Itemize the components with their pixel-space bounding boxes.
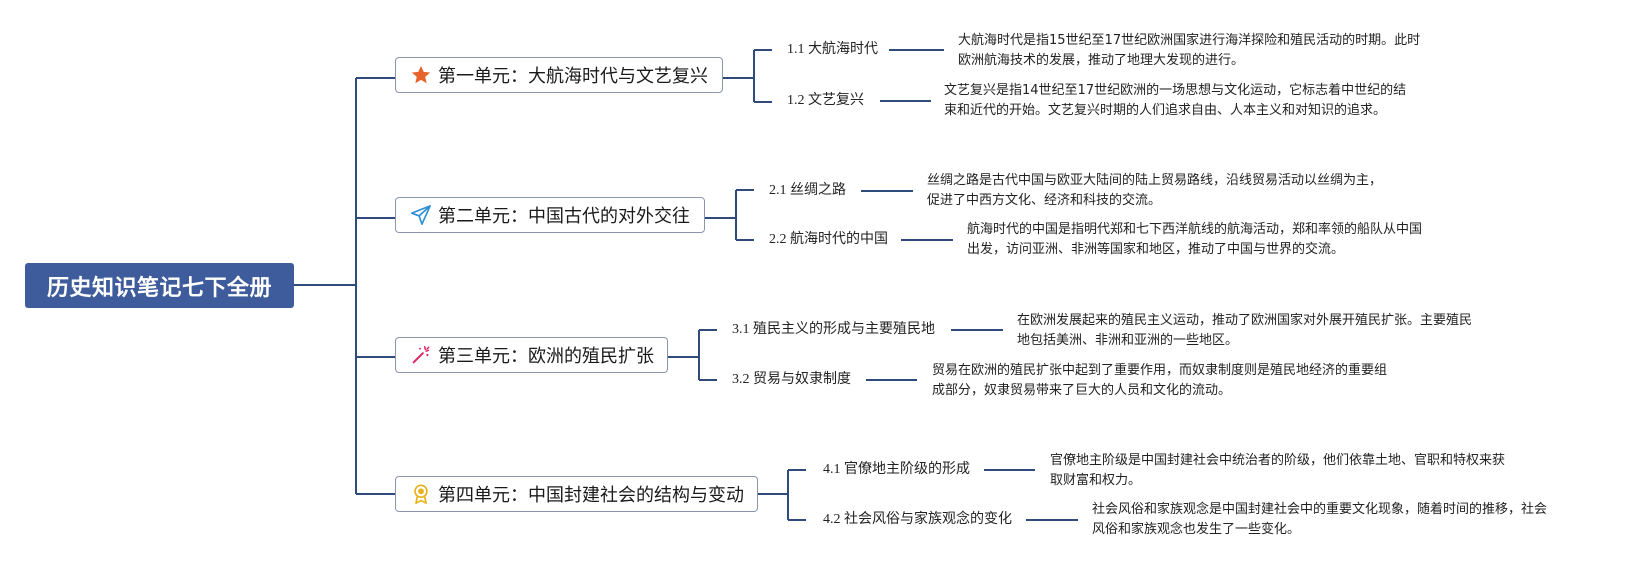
sub-topic-2-1[interactable]: 2.1 丝绸之路 — [769, 182, 846, 200]
star-icon — [410, 64, 432, 86]
sub-topic-2-1-description: 丝绸之路是古代中国与欧亚大陆间的陆上贸易路线，沿线贸易活动以丝绸为主， 促进了中… — [927, 171, 1382, 211]
sub-topic-label: 2.1 丝绸之路 — [769, 183, 846, 198]
unit3-branch — [668, 329, 717, 381]
unit-1-title: 第一单元：大航海时代与文艺复兴 — [438, 66, 708, 87]
description-line: 取财富和权力。 — [1050, 473, 1142, 488]
sub-topic-label: 4.1 官僚地主阶级的形成 — [823, 462, 970, 477]
sub-topic-label: 2.2 航海时代的中国 — [769, 232, 888, 247]
sub-topic-4-2[interactable]: 4.2 社会风俗与家族观念的变化 — [823, 511, 1012, 529]
sub-topic-3-2[interactable]: 3.2 贸易与奴隶制度 — [732, 371, 851, 389]
sub-topic-2-2[interactable]: 2.2 航海时代的中国 — [769, 231, 888, 249]
sub-topic-label: 1.2 文艺复兴 — [787, 93, 864, 108]
sub-topic-label: 4.2 社会风俗与家族观念的变化 — [823, 512, 1012, 527]
sub-topic-1-1-description: 大航海时代是指15世纪至17世纪欧洲国家进行海洋探险和殖民活动的时期。此时 欧洲… — [958, 31, 1420, 71]
description-line: 文艺复兴是指14世纪至17世纪欧洲的一场思想与文化运动，它标志着中世纪的结 — [944, 83, 1407, 98]
description-line: 促进了中西方文化、经济和科技的交流。 — [927, 193, 1162, 208]
unit-4-topic[interactable]: 第四单元：中国封建社会的结构与变动 — [395, 476, 758, 512]
description-line: 航海时代的中国是指明代郑和七下西洋航线的航海活动，郑和率领的船队从中国 — [967, 222, 1423, 237]
description-line: 风俗和家族观念也发生了一些变化。 — [1092, 522, 1301, 537]
sub-topic-3-1[interactable]: 3.1 殖民主义的形成与主要殖民地 — [732, 321, 935, 339]
sub-topic-1-2-description: 文艺复兴是指14世纪至17世纪欧洲的一场思想与文化运动，它标志着中世纪的结 束和… — [944, 81, 1406, 121]
description-line: 欧洲航海技术的发展，推动了地理大发现的进行。 — [958, 53, 1245, 68]
unit2-branch — [705, 189, 754, 241]
description-line: 成部分，奴隶贸易带来了巨大的人员和文化的流动。 — [932, 383, 1232, 398]
magic-wand-icon — [410, 344, 432, 366]
sub-topic-2-2-description: 航海时代的中国是指明代郑和七下西洋航线的航海活动，郑和率领的船队从中国 出发，访… — [967, 220, 1422, 260]
description-line: 大航海时代是指15世纪至17世纪欧洲国家进行海洋探险和殖民活动的时期。此时 — [958, 33, 1421, 48]
description-line: 丝绸之路是古代中国与欧亚大陆间的陆上贸易路线，沿线贸易活动以丝绸为主， — [927, 173, 1383, 188]
description-line: 官僚地主阶级是中国封建社会中统治者的阶级，他们依靠土地、官职和特权来获 — [1050, 453, 1506, 468]
sub-topic-4-1[interactable]: 4.1 官僚地主阶级的形成 — [823, 461, 970, 479]
unit-4-title: 第四单元：中国封建社会的结构与变动 — [438, 485, 744, 506]
description-line: 在欧洲发展起来的殖民主义运动，推动了欧洲国家对外展开殖民扩张。主要殖民 — [1017, 313, 1473, 328]
unit-2-topic[interactable]: 第二单元：中国古代的对外交往 — [395, 197, 705, 233]
root-title: 历史知识笔记七下全册 — [46, 275, 272, 301]
sub-topic-4-1-description: 官僚地主阶级是中国封建社会中统治者的阶级，他们依靠土地、官职和特权来获 取财富和… — [1050, 451, 1505, 491]
description-line: 贸易在欧洲的殖民扩张中起到了重要作用，而奴隶制度则是殖民地经济的重要组 — [932, 363, 1388, 378]
medal-icon — [410, 483, 432, 505]
description-line: 束和近代的开始。文艺复兴时期的人们追求自由、人本主义和对知识的追求。 — [944, 103, 1387, 118]
unit-3-topic[interactable]: 第三单元：欧洲的殖民扩张 — [395, 337, 668, 373]
root-topic[interactable]: 历史知识笔记七下全册 — [25, 263, 294, 308]
sub-topic-3-2-description: 贸易在欧洲的殖民扩张中起到了重要作用，而奴隶制度则是殖民地经济的重要组 成部分，… — [932, 361, 1387, 401]
unit-3-title: 第三单元：欧洲的殖民扩张 — [438, 346, 654, 367]
paper-plane-icon — [410, 204, 432, 226]
unit-2-title: 第二单元：中国古代的对外交往 — [438, 206, 690, 227]
sub-topic-4-2-description: 社会风俗和家族观念是中国封建社会中的重要文化现象，随着时间的推移，社会 风俗和家… — [1092, 500, 1547, 540]
unit4-branch — [758, 469, 806, 521]
unit-1-topic[interactable]: 第一单元：大航海时代与文艺复兴 — [395, 57, 723, 93]
unit1-branch — [723, 49, 772, 103]
sub-topic-label: 3.1 殖民主义的形成与主要殖民地 — [732, 322, 935, 337]
description-line: 地包括美洲、非洲和亚洲的一些地区。 — [1017, 333, 1239, 348]
sub-topic-label: 3.2 贸易与奴隶制度 — [732, 372, 851, 387]
description-line: 出发，访问亚洲、非洲等国家和地区，推动了中国与世界的交流。 — [967, 242, 1345, 257]
sub-topic-3-1-description: 在欧洲发展起来的殖民主义运动，推动了欧洲国家对外展开殖民扩张。主要殖民 地包括美… — [1017, 311, 1472, 351]
sub-topic-1-2[interactable]: 1.2 文艺复兴 — [787, 92, 864, 110]
description-line: 社会风俗和家族观念是中国封建社会中的重要文化现象，随着时间的推移，社会 — [1092, 502, 1548, 517]
sub-topic-1-1[interactable]: 1.1 大航海时代 — [787, 41, 878, 59]
sub-topic-label: 1.1 大航海时代 — [787, 42, 878, 57]
